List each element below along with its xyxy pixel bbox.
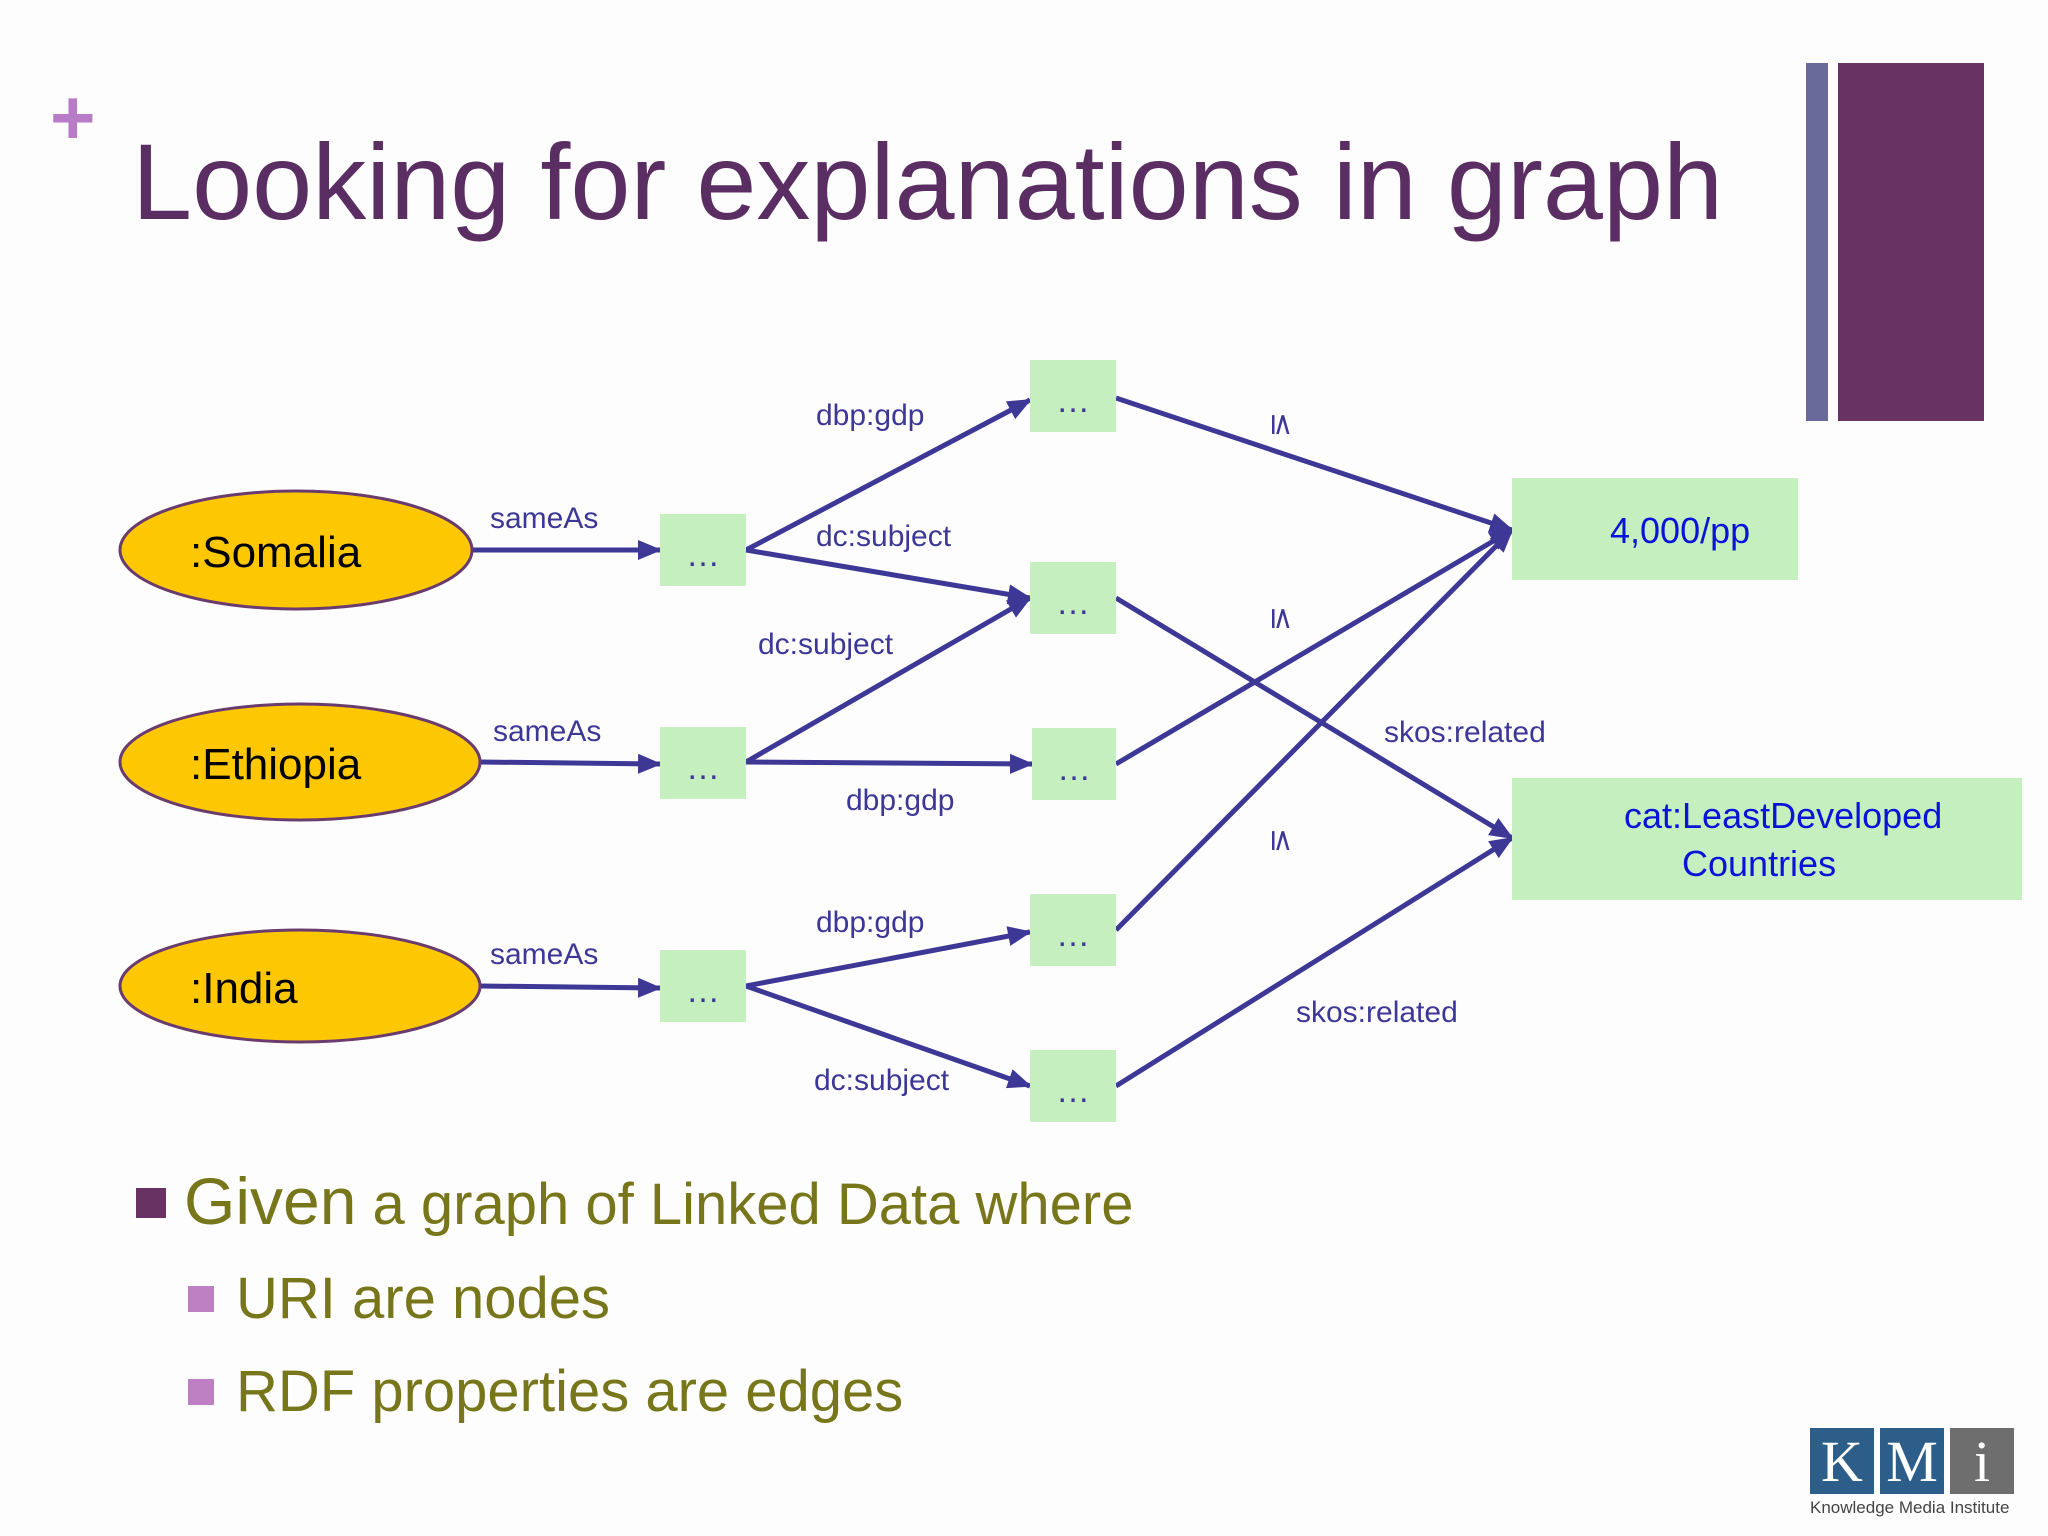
logo-letter-k: K [1810, 1428, 1874, 1494]
node-somalia [118, 489, 474, 611]
node-ethiopia-gdp [1032, 728, 1116, 800]
node-ldc-line2: Countries [1682, 843, 1836, 884]
edge-somalia-gdp [744, 397, 1032, 553]
node-india-subject-label: … [1056, 1072, 1090, 1110]
edge-india-sameas [479, 977, 662, 998]
logo-letter-m: M [1880, 1428, 1944, 1494]
edge-leq-1 [1115, 395, 1514, 533]
edge-label-skos-2: skos:related [1296, 996, 1458, 1029]
node-gdp-value-label: 4,000/pp [1610, 510, 1750, 551]
edge-india-subject [745, 983, 1032, 1089]
node-ethiopia-gdp-label: … [1057, 750, 1091, 788]
node-ethiopia [118, 702, 482, 822]
logo-caption: Knowledge Media Institute [1810, 1498, 2010, 1517]
edge-label-india-sameas: sameAs [490, 938, 598, 971]
decorative-bar-thin [1806, 63, 1828, 421]
node-india [118, 928, 482, 1044]
node-somalia-gdp-label: … [1056, 382, 1090, 420]
edge-label-ethiopia-subject: dc:subject [758, 628, 894, 661]
edge-india-gdp [745, 926, 1032, 989]
edge-label-leq-3: ≤ [1264, 828, 1299, 853]
node-gdp-value [1512, 478, 1798, 580]
node-ethiopia-label: :Ethiopia [190, 740, 362, 789]
edge-label-leq-1: ≤ [1264, 412, 1299, 437]
node-subject [1030, 562, 1116, 634]
edge-label-somalia-gdp: dbp:gdp [816, 399, 924, 432]
kmi-logo: K M i Knowledge Media Institute [1810, 1428, 2026, 1518]
edge-label-ethiopia-sameas: sameAs [493, 715, 601, 748]
node-subject-label: … [1056, 584, 1090, 622]
edge-label-leq-2: ≤ [1264, 606, 1299, 631]
node-india-gdp-label: … [1056, 916, 1090, 954]
node-ethiopia-uri-label: … [686, 749, 720, 787]
edge-leq-3 [1114, 528, 1514, 932]
edge-label-india-gdp: dbp:gdp [816, 906, 924, 939]
edge-label-skos-1: skos:related [1384, 716, 1546, 749]
decorative-bar-wide [1838, 63, 1984, 421]
plus-icon: + [50, 73, 96, 161]
node-india-subject [1030, 1050, 1116, 1122]
edge-label-somalia-sameas: sameAs [490, 502, 598, 535]
edge-label-somalia-subject: dc:subject [816, 520, 952, 553]
edge-skos-2 [1114, 835, 1514, 1089]
slide-title: Looking for explanations in graph [132, 121, 1724, 242]
edge-label-ethiopia-gdp: dbp:gdp [846, 784, 954, 817]
node-ethiopia-uri [660, 727, 746, 799]
node-india-gdp [1030, 894, 1116, 966]
node-least-developed [1512, 778, 2022, 900]
node-ldc-line1: cat:LeastDeveloped [1624, 795, 1942, 836]
edge-ethiopia-sameas [479, 753, 662, 774]
node-india-uri [660, 950, 746, 1022]
node-somalia-label: :Somalia [190, 528, 362, 577]
logo-letter-i: i [1950, 1428, 2014, 1494]
edge-somalia-subject [745, 547, 1032, 605]
edge-leq-2 [1114, 527, 1514, 767]
node-india-uri-label: … [686, 972, 720, 1010]
node-somalia-gdp [1030, 360, 1116, 432]
node-somalia-uri-label: … [686, 536, 720, 574]
node-india-label: :India [190, 964, 298, 1013]
edge-ethiopia-subject [744, 595, 1032, 765]
edge-label-india-subject: dc:subject [814, 1064, 950, 1097]
node-somalia-uri [660, 514, 746, 586]
edge-ethiopia-gdp [745, 753, 1034, 774]
edge-skos-1 [1114, 595, 1514, 841]
